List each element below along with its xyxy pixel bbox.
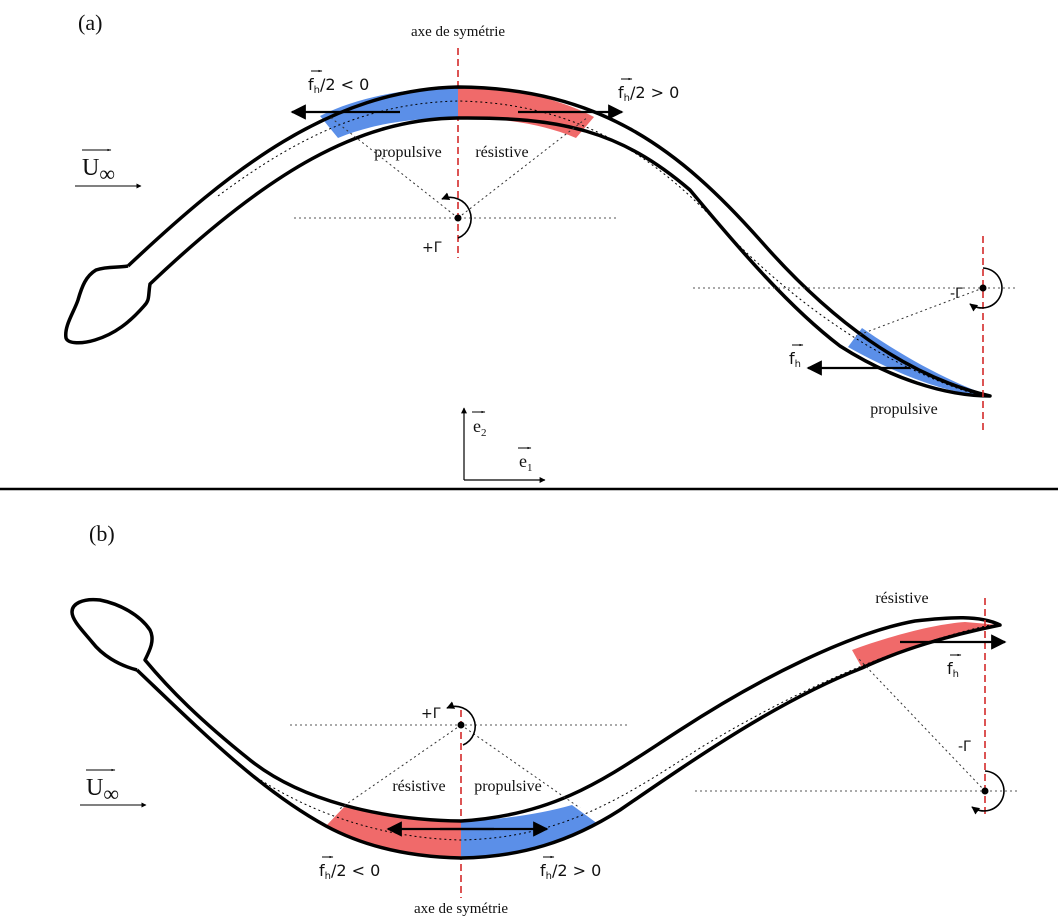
force-label-left-b: fh/2 < 0 [319, 855, 380, 882]
svg-text:fh: fh [789, 349, 801, 370]
guide-ray-right-b [460, 724, 581, 809]
svg-text:fh: fh [947, 659, 959, 680]
tail-guide-ray-a [855, 287, 984, 337]
tail-propulsive-zone-a [848, 328, 990, 396]
svg-text:fh/2 > 0: fh/2 > 0 [618, 83, 679, 104]
tail-force-label-b: fh [947, 653, 962, 680]
body-midline-b [231, 624, 991, 841]
svg-text:fh/2 > 0: fh/2 > 0 [540, 861, 601, 882]
circulation-plus-b: +Γ [421, 706, 441, 722]
panel-b-label: (b) [89, 521, 115, 546]
tail-zone-label-b: résistive [875, 590, 928, 607]
guide-ray-left-b [337, 724, 462, 811]
circulation-minus-b: -Γ [958, 739, 971, 755]
panel-a-label: (a) [78, 10, 102, 35]
basis-vectors: e2 e1 [461, 407, 546, 483]
zone-label-resistive-a: résistive [475, 144, 528, 161]
guide-ray-left-a [329, 116, 459, 219]
circulation-minus-a: -Γ [950, 286, 963, 302]
rotation-center-a [454, 214, 462, 222]
tail-rotation-center-a [979, 284, 987, 292]
clockwise-rotation-icon [971, 770, 1005, 815]
svg-text:e1: e1 [519, 451, 533, 474]
counterclockwise-rotation-icon [446, 701, 476, 746]
symmetry-axis-label-a: axe de symétrie [411, 24, 505, 40]
tail-rotation-center-b [981, 787, 989, 795]
force-label-left-a: fh/2 < 0 [308, 69, 369, 96]
panel-a: (a) axe de symétrie +Γ -Γ fh/2 < [64, 10, 1015, 483]
tail-force-label-a: fh [789, 343, 804, 370]
svg-text:U∞: U∞ [86, 775, 119, 806]
flow-velocity-a: U∞ [75, 148, 142, 189]
panel-b: (b) axe de symétrie +Γ -Γ fh/2 < [70, 521, 1020, 917]
zone-label-propulsive-b: propulsive [474, 778, 542, 795]
force-label-right-a: fh/2 > 0 [618, 77, 679, 104]
svg-text:fh/2 < 0: fh/2 < 0 [308, 75, 369, 96]
svg-text:fh/2 < 0: fh/2 < 0 [319, 861, 380, 882]
symmetry-axis-label-b: axe de symétrie [414, 901, 508, 917]
force-label-right-b: fh/2 > 0 [540, 855, 601, 882]
flow-velocity-b: U∞ [80, 768, 147, 808]
tail-zone-label-a: propulsive [870, 401, 938, 418]
tail-guide-ray-b [857, 657, 986, 792]
zone-label-resistive-b: résistive [392, 778, 445, 795]
rotation-center-b [457, 721, 465, 729]
body-outline-b [70, 597, 1002, 860]
zone-label-propulsive-a: propulsive [374, 144, 442, 161]
svg-text:e2: e2 [473, 416, 487, 439]
counterclockwise-rotation-icon [441, 192, 472, 239]
svg-text:U∞: U∞ [82, 155, 115, 186]
clockwise-rotation-icon [969, 267, 1003, 312]
body-outline-a [64, 85, 992, 398]
circulation-plus-a: +Γ [422, 240, 442, 256]
